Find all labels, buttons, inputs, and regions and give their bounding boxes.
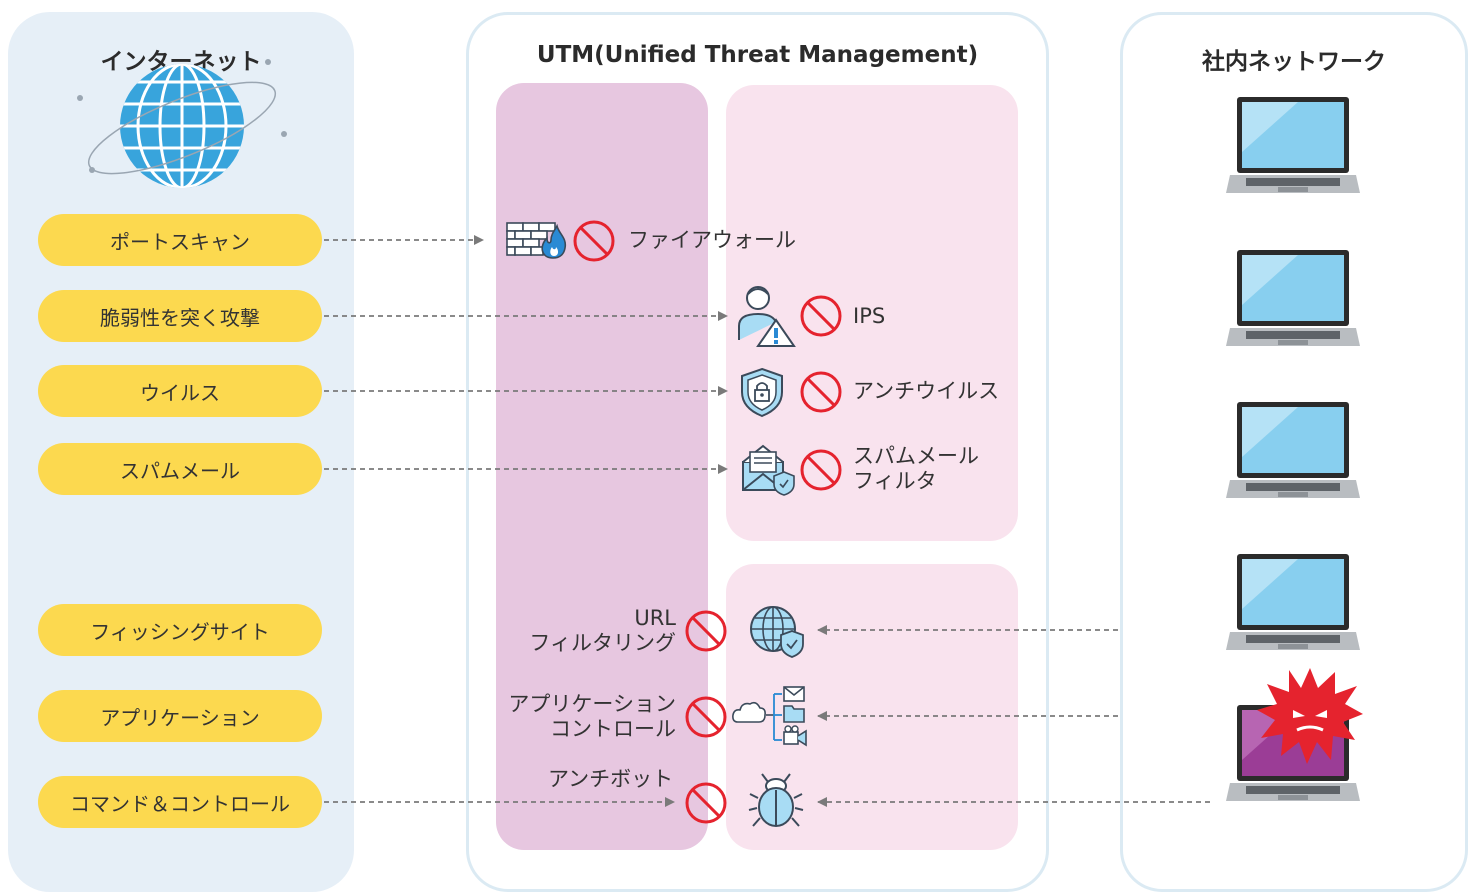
threat-spam-mail: スパムメール [38,443,322,495]
spam-filter-label-line1: スパムメール [853,444,979,468]
brick-wall-fire-icon [506,222,567,259]
globe-icon [77,59,287,188]
antivirus-label: アンチウイルス [853,379,1000,403]
globe-shield-icon [750,606,804,658]
laptop-icon [1226,250,1360,346]
threat-port-scan: ポートスキャン [38,214,322,266]
laptop-icon [1226,402,1360,498]
url-filter-label-line2: フィルタリング [529,631,676,655]
firewall-zone [496,83,708,850]
url-filter-label: URL フィルタリング [529,606,676,656]
spam-filter-label: スパムメール フィルタ [853,444,979,494]
url-filter-label-line1: URL [634,606,676,630]
threat-virus: ウイルス [38,365,322,417]
app-control-label-line1: アプリケーション [508,692,676,716]
spam-filter-label-line2: フィルタ [853,469,937,493]
threat-command-and-control: コマンド＆コントロール [38,776,322,828]
utm-title: UTM(Unified Threat Management) [536,42,979,68]
mail-shield-icon [742,444,795,496]
app-control-label-line2: コントロール [550,717,676,741]
malware-burst-icon [1257,668,1363,764]
prohibited-icon [685,782,727,824]
threat-vulnerability-attack: 脆弱性を突く攻撃 [38,290,322,342]
lan-title: 社内ネットワーク [1202,49,1386,75]
antibot-label: アンチボット [548,767,674,791]
firewall-label: ファイアウォール [628,228,796,252]
threat-phishing-site: フィッシングサイト [38,604,322,656]
prohibited-icon [685,610,727,652]
threat-application: アプリケーション [38,690,322,742]
bug-icon [748,773,804,827]
laptop-icon [1226,554,1360,650]
prohibited-icon [800,449,842,491]
laptop-icon [1226,97,1360,193]
prohibited-icon [800,371,842,413]
app-control-label: アプリケーション コントロール [508,692,676,742]
shield-lock-icon [741,367,783,418]
ips-label: IPS [853,304,886,328]
prohibited-icon [800,295,842,337]
prohibited-icon [573,220,615,262]
cloud-app-icon [732,686,807,747]
prohibited-icon [685,696,727,738]
user-alert-icon [738,286,796,347]
